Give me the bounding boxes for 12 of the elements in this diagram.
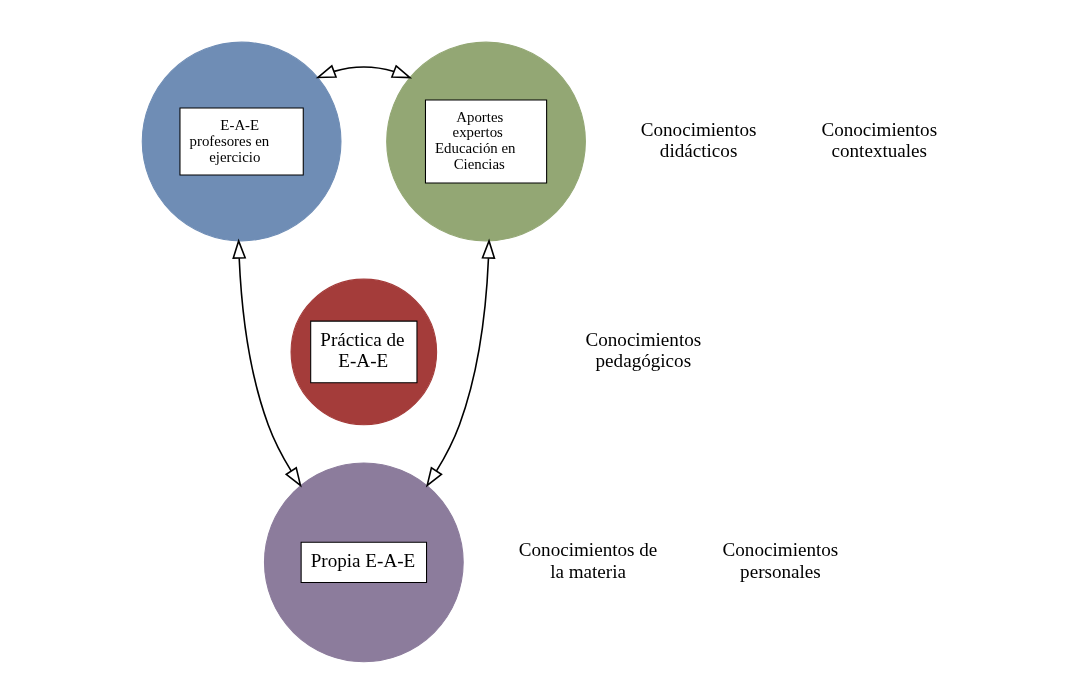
node-circle: Aportes expertos Educación en Ciencias — [386, 41, 586, 242]
label: Conocimientos de la materia — [518, 539, 658, 582]
arrow — [232, 238, 302, 488]
arrow — [315, 64, 413, 79]
label: Conocimientos pedagógicos — [585, 328, 702, 372]
label: Conocimientos didácticos — [640, 118, 757, 161]
node-circle: Propia E-A-E — [263, 462, 464, 663]
arrow — [425, 238, 496, 488]
label: Conocimientos personales — [722, 539, 839, 582]
label: Conocimientos contextuales — [821, 118, 938, 161]
node-circle: E-A-E profesores en ejercicio — [141, 41, 342, 242]
node-circle: Práctica de E-A-E — [290, 278, 438, 426]
